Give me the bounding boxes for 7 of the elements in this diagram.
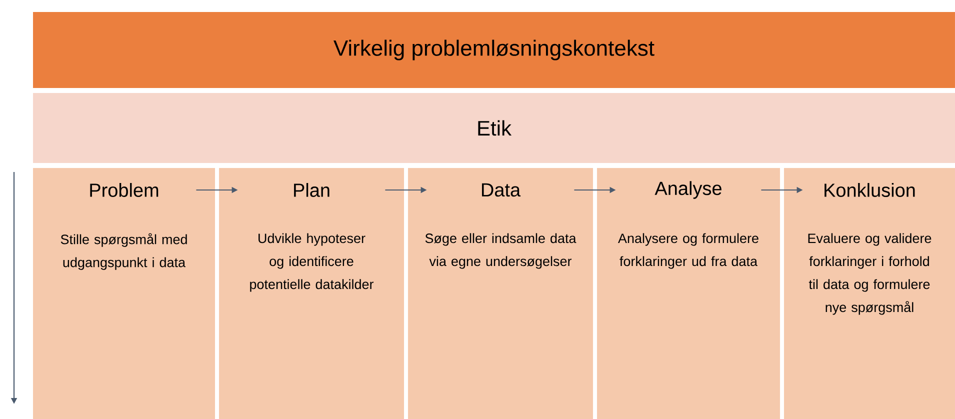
- step-column: Plan Udvikle hypoteser og identificere potentielle datakilder: [219, 168, 404, 419]
- step-column: Konklusion Evaluere og validere forklaringer i forhold til data og formulere nye spørgsmål: [784, 168, 955, 419]
- step-column: Data Søge eller indsamle data via egne undersøgelser: [408, 168, 593, 419]
- band: Virkelig problemløsningskontekst: [33, 12, 955, 88]
- band: Etik: [33, 93, 955, 163]
- step-column: Problem Stille spørgsmål med udgangspunkt i data: [33, 168, 215, 419]
- step-column: Analyse Analysere og formulere forklaringer ud fra data: [597, 168, 780, 419]
